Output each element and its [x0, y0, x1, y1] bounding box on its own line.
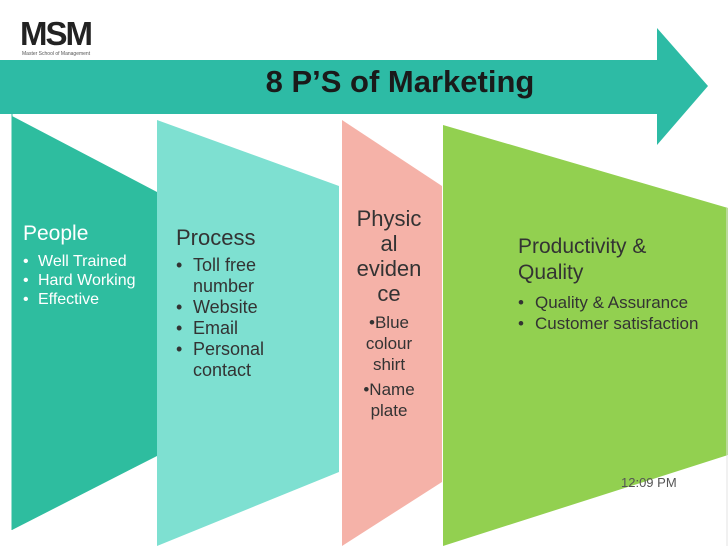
list-item: •Name plate — [363, 380, 415, 420]
list-item: •Customer satisfaction — [518, 314, 699, 333]
panel-title: Physic al eviden ce — [356, 206, 422, 306]
list-item: •Hard Working — [23, 272, 136, 289]
list-item: •Personal contact — [176, 339, 265, 380]
header-arrow — [0, 28, 708, 145]
process-panel-shape — [157, 120, 339, 546]
logo-text: MSM — [20, 15, 93, 52]
panel-title: People — [23, 222, 89, 245]
list-item: •Effective — [23, 291, 100, 308]
bullet-list: •Toll free number •Website •Email •Perso… — [176, 255, 296, 381]
timestamp: 12:09 PM — [621, 475, 677, 490]
list-item: •Well Trained — [23, 253, 127, 270]
list-item: •Toll free number — [176, 255, 257, 296]
people-panel-shape — [12, 116, 157, 530]
panel-people: People •Well Trained •Hard Working •Effe… — [23, 222, 158, 309]
panel-physical-evidence: Physic al eviden ce •Blue colour shirt •… — [348, 206, 430, 425]
list-item: •Website — [176, 297, 258, 317]
panel-title: Process — [176, 225, 256, 250]
list-item: •Quality & Assurance — [518, 293, 689, 312]
physical-panel-shape — [342, 120, 442, 546]
logo-subtitle: Master School of Management — [22, 51, 91, 57]
bullet-list: •Well Trained •Hard Working •Effective — [23, 252, 158, 309]
logo: MSM Master School of Management — [20, 14, 120, 64]
productivity-panel-shape — [443, 125, 728, 546]
panel-productivity: Productivity & Quality •Quality & Assura… — [518, 234, 708, 334]
bullet-list: •Quality & Assurance •Customer satisfact… — [518, 292, 708, 334]
panel-title: Productivity & Quality — [518, 235, 647, 284]
list-item: •Blue colour shirt — [365, 313, 413, 374]
slide-title: 8 P’S of Marketing — [265, 64, 535, 99]
panel-process: Process •Toll free number •Website •Emai… — [176, 226, 296, 381]
list-item: •Email — [176, 318, 239, 338]
